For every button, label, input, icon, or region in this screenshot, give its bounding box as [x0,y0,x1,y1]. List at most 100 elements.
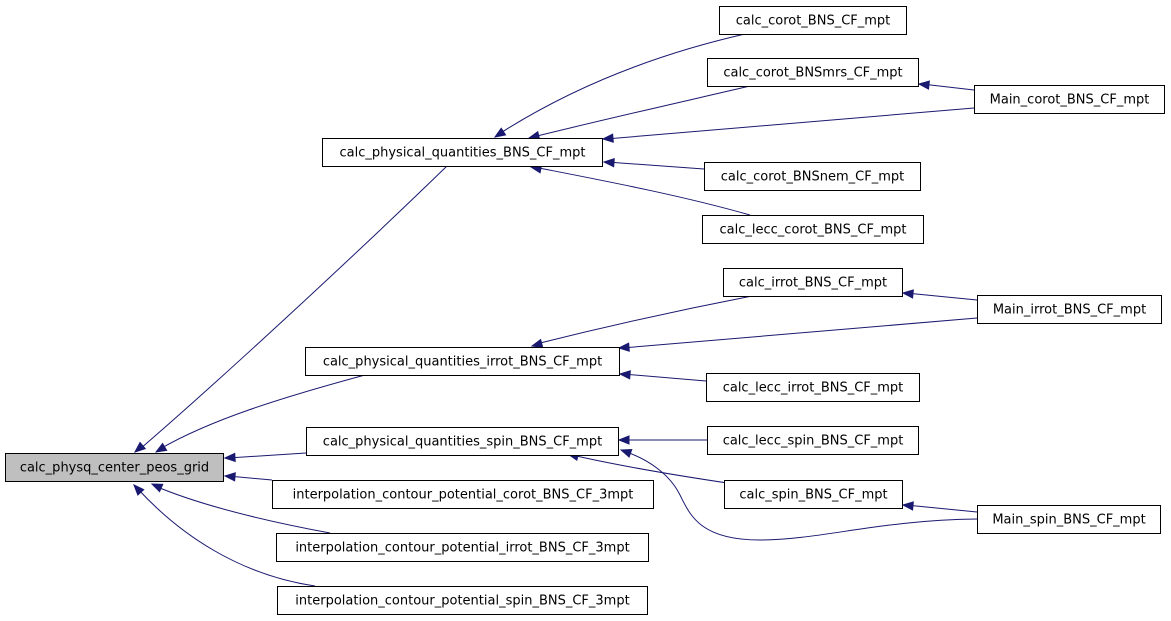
edge-line [623,450,978,541]
node-box[interactable] [724,480,903,509]
edge-line [159,374,366,450]
node-label[interactable]: Main_corot_BNS_CF_mpt [990,93,1150,108]
node-label[interactable]: Main_irrot_BNS_CF_mpt [993,303,1146,318]
edge-corot_mrs-to-pq_bns [527,85,751,141]
edge-corot_nem-to-pq_bns [602,158,705,170]
node-label[interactable]: interpolation_contour_potential_spin_BNS… [295,594,629,609]
node-label[interactable]: calc_physical_quantities_BNS_CF_mpt [339,146,585,161]
edge-arrowhead [601,133,614,143]
node-box[interactable] [276,533,649,562]
edge-line [571,454,735,485]
node-box[interactable] [977,295,1162,324]
edge-arrowhead [223,472,236,482]
node-corot-mrs[interactable]: calc_corot_BNSmrs_CF_mpt [707,58,919,87]
node-corot[interactable]: calc_corot_BNS_CF_mpt [719,6,907,35]
node-box[interactable] [272,480,654,509]
node-ic-irrot[interactable]: interpolation_contour_potential_irrot_BN… [276,533,649,562]
node-box[interactable] [702,215,924,244]
node-pq-spin[interactable]: calc_physical_quantities_spin_BNS_CF_mpt [306,427,619,456]
node-main-irrot[interactable]: Main_irrot_BNS_CF_mpt [977,295,1162,324]
node-main-spin[interactable]: Main_spin_BNS_CF_mpt [977,505,1161,534]
node-pq-irrot[interactable]: calc_physical_quantities_irrot_BNS_CF_mp… [305,347,620,376]
node-label[interactable]: calc_corot_BNSnem_CF_mpt [721,170,904,185]
edge-arrowhead [917,80,930,90]
node-box[interactable] [5,453,224,482]
edge-pq_irrot-to-root [154,374,366,453]
node-box[interactable] [977,505,1161,534]
edge-arrowhead [618,370,631,380]
node-pq-bns[interactable]: calc_physical_quantities_BNS_CF_mpt [322,138,603,167]
edge-pq_bns-to-root [133,165,448,453]
node-label[interactable]: Main_spin_BNS_CF_mpt [992,513,1145,528]
edge-arrowhead [154,442,168,453]
node-box[interactable] [707,426,919,455]
edge-spin-to-pq_spin [566,451,735,485]
node-box[interactable] [306,427,619,456]
node-label[interactable]: calc_physical_quantities_irrot_BNS_CF_mp… [323,355,602,370]
node-label[interactable]: calc_corot_BNSmrs_CF_mpt [723,66,902,81]
node-box[interactable] [704,162,921,191]
node-box[interactable] [723,268,903,297]
node-label[interactable]: calc_corot_BNS_CF_mpt [736,14,891,29]
edge-arrowhead [493,127,507,138]
edge-lecc_spin-to-pq_spin [617,435,707,445]
node-box[interactable] [706,373,920,402]
edge-irrot-to-pq_irrot [530,295,753,348]
edge-main_corot-to-pq_bns [601,107,975,143]
edge-arrowhead [133,441,147,453]
node-label[interactable]: interpolation_contour_potential_corot_BN… [293,488,634,503]
edge-corot-to-pq_bns [493,33,746,138]
node-irrot[interactable]: calc_irrot_BNS_CF_mpt [723,268,903,297]
node-main-corot[interactable]: Main_corot_BNS_CF_mpt [974,85,1165,114]
edge-line [154,485,331,534]
node-box[interactable] [322,138,603,167]
edge-main_spin-to-pq_spin [619,448,978,541]
edge-line [136,487,316,587]
edge-line [622,373,707,382]
edge-line [227,452,307,459]
edge-main_spin-to-spin [901,501,978,513]
edge-line [605,107,975,140]
node-box[interactable] [707,58,919,87]
node-label[interactable]: calc_physical_quantities_spin_BNS_CF_mpt [323,435,602,450]
node-ic-spin[interactable]: interpolation_contour_potential_spin_BNS… [277,586,648,615]
node-root[interactable]: calc_physq_center_peos_grid [5,453,224,482]
edge-arrowhead [617,435,630,445]
edge-arrowhead [150,483,164,493]
node-ic-corot[interactable]: interpolation_contour_potential_corot_BN… [272,480,654,509]
edge-line [139,165,448,450]
edge-line [498,33,746,135]
node-lecc-corot[interactable]: calc_lecc_corot_BNS_CF_mpt [702,215,924,244]
node-label[interactable]: calc_lecc_corot_BNS_CF_mpt [720,223,907,238]
node-lecc-spin[interactable]: calc_lecc_spin_BNS_CF_mpt [707,426,919,455]
edge-main_irrot-to-irrot [901,289,978,301]
edge-line [606,161,705,170]
nodes-layer: calc_physq_center_peos_grid calc_physical… [5,6,1165,615]
node-box[interactable] [277,586,648,615]
node-label[interactable]: calc_physq_center_peos_grid [20,461,209,476]
node-box[interactable] [719,6,907,35]
edge-arrowhead [223,452,236,463]
edge-arrowhead [901,501,914,511]
node-label[interactable]: calc_lecc_irrot_BNS_CF_mpt [723,381,904,396]
edge-line [535,295,753,345]
node-corot-nem[interactable]: calc_corot_BNSnem_CF_mpt [704,162,921,191]
node-spin[interactable]: calc_spin_BNS_CF_mpt [724,480,903,509]
node-lecc-irrot[interactable]: calc_lecc_irrot_BNS_CF_mpt [706,373,920,402]
edge-lecc_irrot-to-pq_irrot [618,370,707,382]
node-box[interactable] [305,347,620,376]
node-label[interactable]: interpolation_contour_potential_irrot_BN… [295,541,629,556]
edge-line [921,83,975,91]
edge-arrowhead [602,158,615,168]
edge-ic_spin-to-root [133,484,316,587]
edge-pq_spin-to-root [223,452,307,463]
node-label[interactable]: calc_lecc_spin_BNS_CF_mpt [723,434,904,449]
node-box[interactable] [974,85,1165,114]
node-label[interactable]: calc_spin_BNS_CF_mpt [739,488,887,503]
edges-layer [133,33,978,587]
edge-line [532,85,751,138]
edge-line [905,292,978,301]
edge-arrowhead [619,448,633,458]
node-label[interactable]: calc_irrot_BNS_CF_mpt [739,276,887,291]
